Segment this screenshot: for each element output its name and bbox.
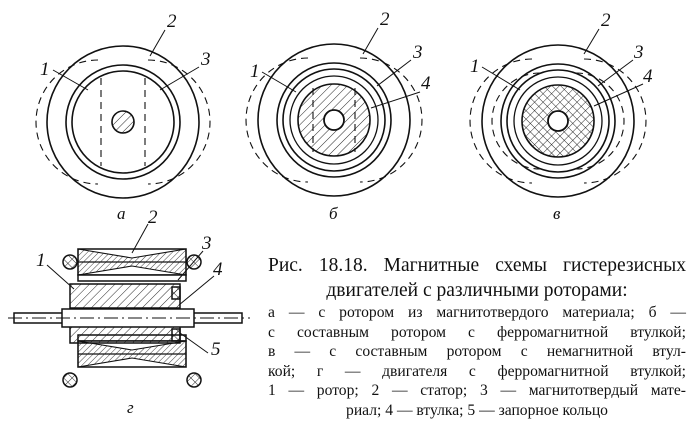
label-v-4: 4: [643, 66, 653, 87]
shaft: [111, 110, 135, 134]
rotor-outer: [282, 68, 386, 172]
caption-title-line-1: Рис. 18.18. Магнитные схемы гистерезисны…: [268, 255, 686, 276]
flux-lines: [469, 58, 647, 184]
sub-label-b: б: [329, 204, 338, 223]
stator-outer: [46, 45, 200, 199]
labels-a: 1 2 3 а: [40, 11, 211, 223]
label-b-1: 1: [250, 61, 260, 82]
caption-line-4: кой; г — двигателя с ферромагнитной втул…: [268, 362, 686, 380]
label-g-5: 5: [211, 339, 221, 360]
leaders: [481, 28, 644, 107]
label-a-2: 2: [167, 11, 177, 32]
flux-lines: [245, 57, 423, 183]
flux-lines: [35, 59, 211, 185]
view-a: [35, 29, 211, 199]
label-b-4: 4: [421, 73, 431, 94]
label-b-3: 3: [412, 42, 423, 63]
leaders: [52, 29, 200, 91]
label-a-1: 1: [40, 59, 50, 80]
label-g-3: 3: [201, 233, 212, 254]
sub-label-a: а: [117, 204, 126, 223]
shaft: [323, 109, 345, 131]
rotor-upper: [69, 283, 181, 309]
label-g-1: 1: [36, 250, 46, 271]
lock-ring-bottom: [171, 328, 181, 342]
caption-line-5: 1 — ротор; 2 — статор; 3 — магнитотверды…: [268, 382, 686, 400]
label-v-2: 2: [601, 10, 611, 31]
sub-label-v: в: [553, 204, 561, 223]
labels-v: 1 2 3 4 в: [470, 10, 653, 223]
lock-ring-top: [171, 286, 181, 300]
label-g-4: 4: [213, 259, 223, 280]
label-v-1: 1: [470, 56, 480, 77]
caption-line-6: риал; 4 — втулка; 5 — запорное кольцо: [346, 401, 608, 419]
view-v: [469, 28, 647, 198]
caption-line-1: а — с ротором из магнитотвердого материа…: [268, 304, 686, 321]
stator-inner: [276, 62, 392, 178]
figure-caption: Рис. 18.18. Магнитные схемы гистерезисны…: [268, 253, 686, 421]
stator-inner: [500, 63, 616, 179]
label-a-3: 3: [200, 49, 211, 70]
view-g: [8, 223, 250, 388]
caption-title-line-2: двигателей с различными роторами:: [326, 280, 628, 301]
label-b-2: 2: [380, 9, 390, 30]
caption-line-3: в — с составным ротором с немагнитной вт…: [268, 343, 686, 361]
leaders: [261, 27, 421, 109]
labels-g: 1 2 3 4 5 г: [36, 207, 223, 417]
stator-inner: [65, 64, 181, 180]
caption-line-2: с составным ротором с ферромагнитной вту…: [268, 323, 686, 341]
labels-b: 1 2 3 4 б: [250, 9, 431, 223]
leaders: [46, 223, 215, 354]
stator-outer: [481, 44, 635, 198]
label-g-2: 2: [148, 207, 158, 228]
stator-outer: [257, 43, 411, 197]
magnet-ring: [289, 75, 379, 165]
rotor-outer: [506, 69, 610, 173]
label-v-3: 3: [633, 42, 644, 63]
rotor-outer: [71, 70, 175, 174]
sub-label-g: г: [127, 398, 134, 417]
magnet-ring: [513, 76, 603, 166]
shaft: [547, 110, 569, 132]
view-b: [245, 27, 423, 197]
